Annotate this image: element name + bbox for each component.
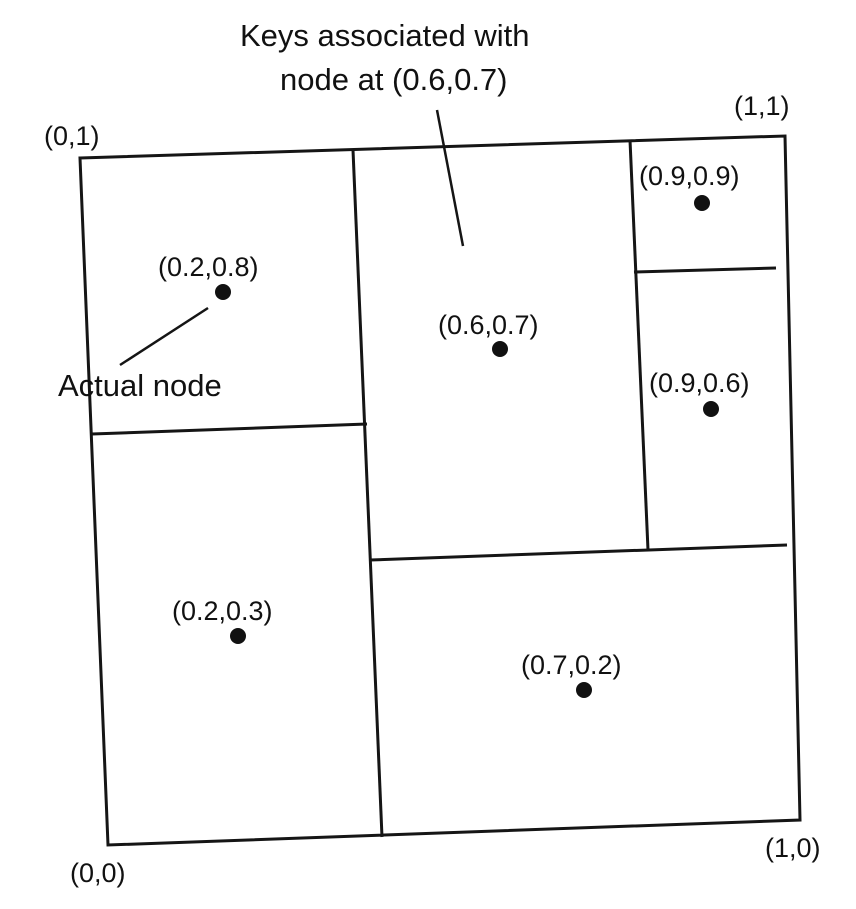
node-point: [694, 195, 710, 211]
corner-label-bottom-left: (0,0): [70, 858, 126, 888]
keys-annotation-line-2: node at (0.6,0.7): [280, 62, 508, 97]
corner-label-bottom-right: (1,0): [765, 833, 821, 863]
keys-annotation-line-1: Keys associated with: [240, 18, 529, 53]
split-x-0.8: [628, 139, 650, 551]
node-point: [703, 401, 719, 417]
actual-node-annotation: Actual node: [58, 368, 222, 403]
node-point: [492, 341, 508, 357]
node-label: (0.6,0.7): [438, 310, 539, 340]
corner-label-top-right: (1,1): [734, 91, 790, 121]
split-left-y-0.5: [91, 422, 368, 436]
node-point: [230, 628, 246, 644]
split-x-0.4: [351, 149, 384, 838]
node-label: (0.2,0.8): [158, 252, 259, 282]
split-right-y-0.4: [369, 543, 788, 562]
actual-node-leader-line: [119, 306, 209, 367]
outer-region-border: [78, 134, 802, 847]
node-label: (0.7,0.2): [521, 650, 622, 680]
node-label: (0.2,0.3): [172, 596, 273, 626]
corner-label-top-left: (0,1): [44, 121, 100, 151]
node-point: [576, 682, 592, 698]
split-right-y-0.8: [633, 266, 777, 274]
node-point: [215, 284, 231, 300]
keys-leader-line: [435, 109, 465, 247]
node-label: (0.9,0.9): [639, 161, 740, 191]
node-label: (0.9,0.6): [649, 368, 750, 398]
